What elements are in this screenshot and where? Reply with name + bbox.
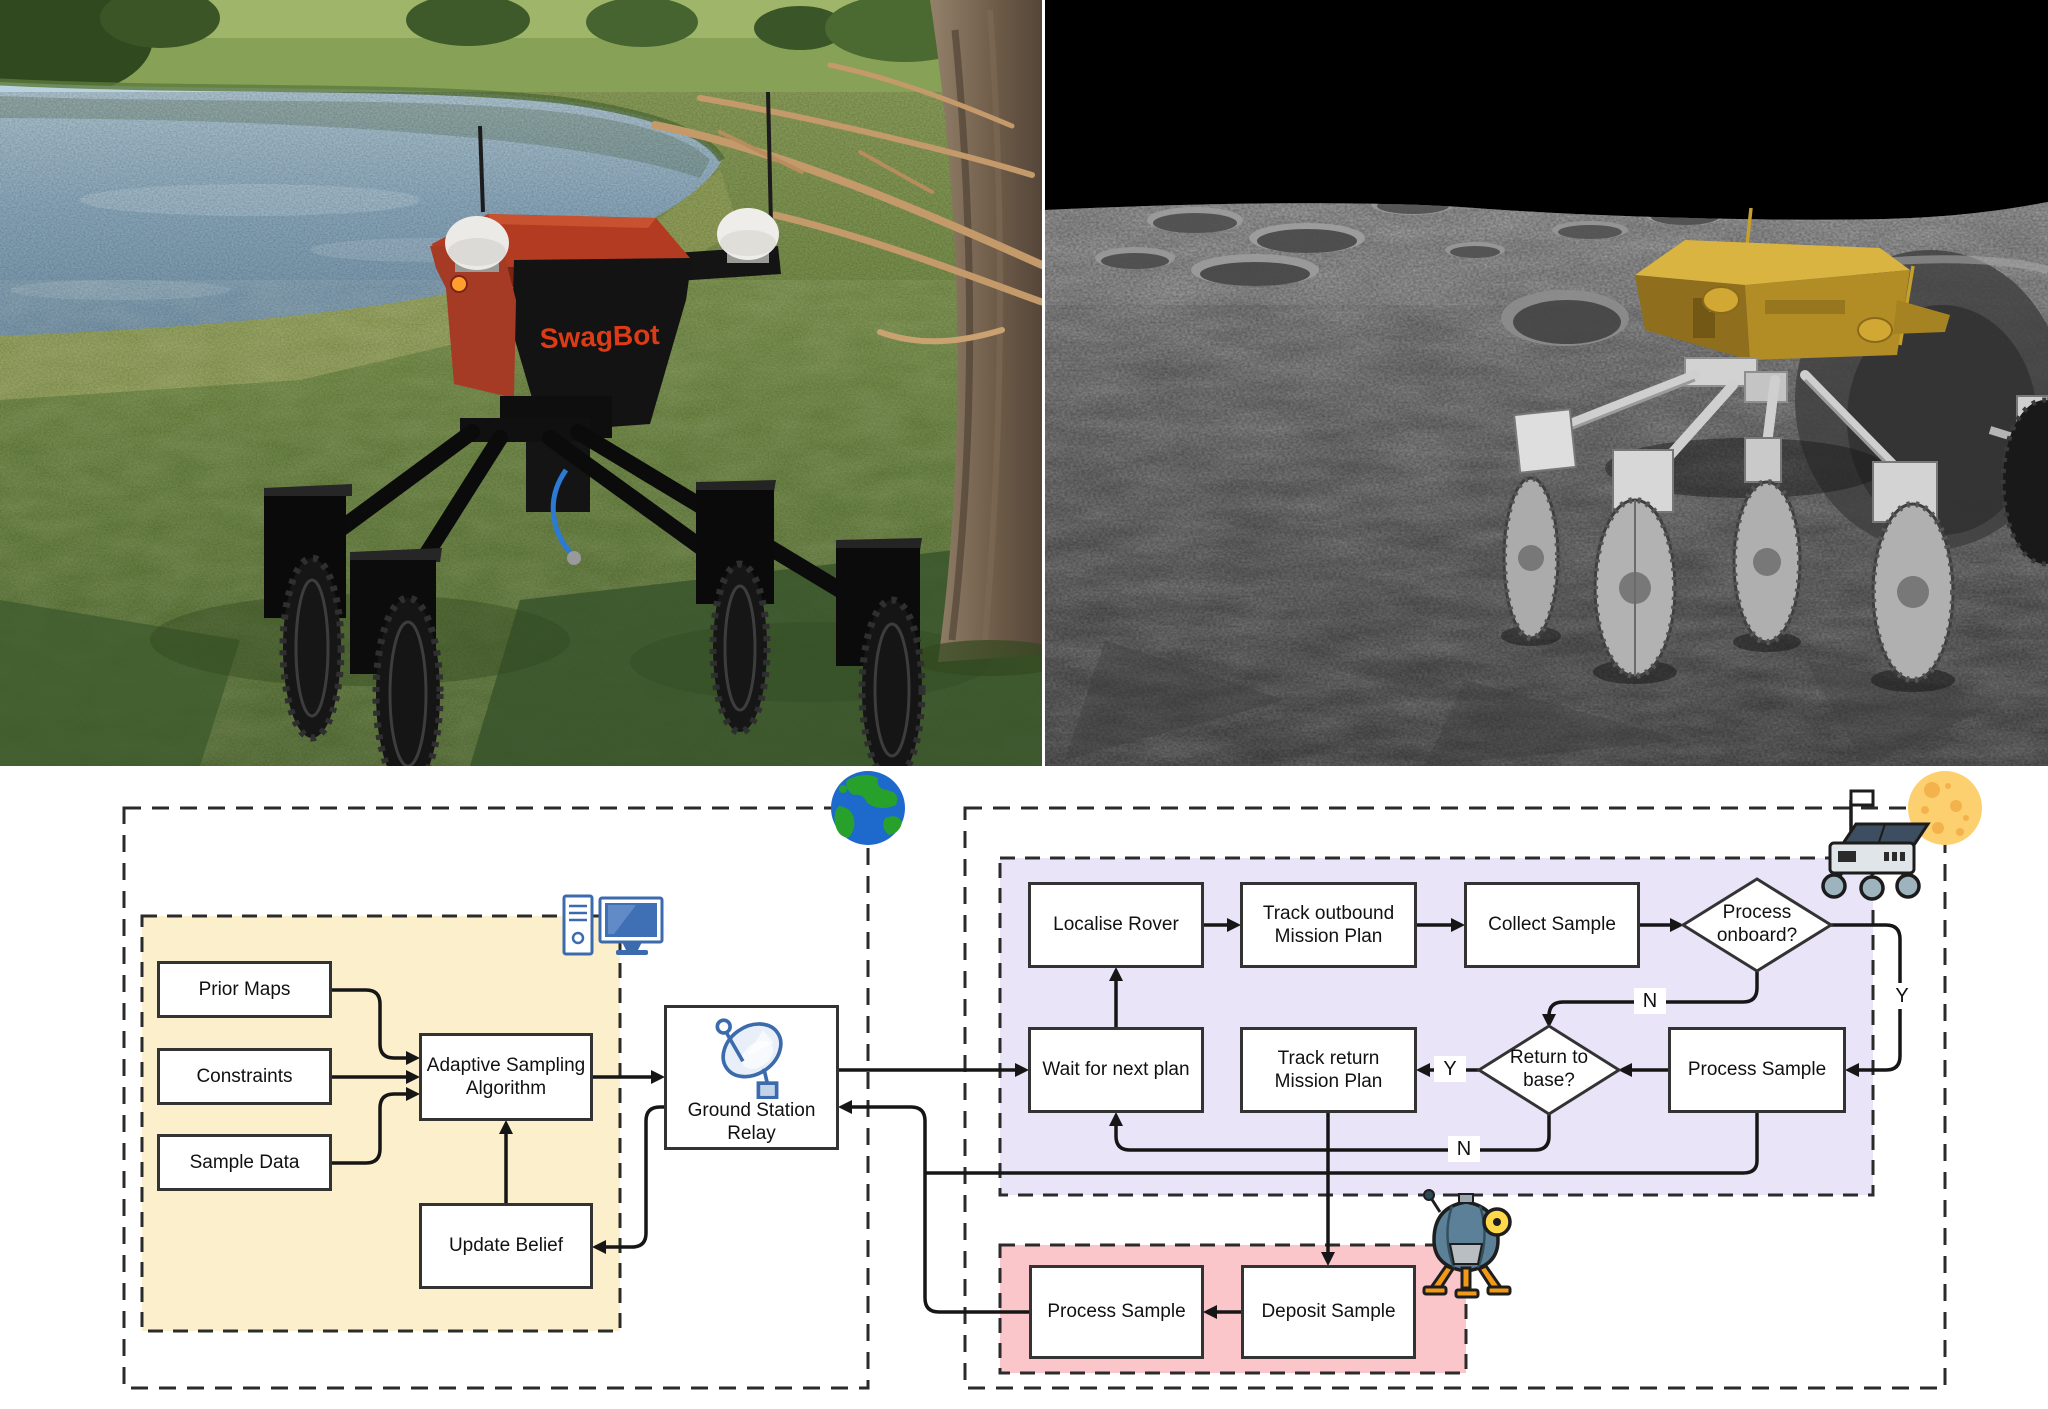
branch-label-return-to-base-yes: Y — [1434, 1056, 1466, 1082]
node-ground-station-relay: Ground Station Relay — [664, 1005, 839, 1150]
black-sky — [1045, 0, 2048, 240]
process-onboard-diamond — [1680, 877, 1834, 973]
node-process-sample-base: Process Sample — [1029, 1265, 1204, 1359]
node-process-sample-rover: Process Sample — [1668, 1027, 1846, 1113]
return-to-base-diamond — [1476, 1024, 1622, 1116]
earth-globe-icon — [831, 771, 905, 845]
satellite-dish-icon — [715, 1018, 783, 1099]
node-track-outbound: Track outbound Mission Plan — [1240, 882, 1417, 968]
node-wait-next-plan: Wait for next plan — [1028, 1027, 1204, 1113]
grass-shadow — [0, 600, 240, 766]
desktop-computer-icon — [562, 894, 664, 956]
partial-rover-wheel — [1988, 395, 2048, 567]
branch-label-return-to-base-no: N — [1448, 1136, 1480, 1162]
gold-rover — [1501, 207, 1956, 692]
rover-icon — [1821, 789, 1931, 901]
node-collect-sample: Collect Sample — [1464, 882, 1640, 968]
process-onboard-label: Process onboard? — [1716, 902, 1798, 946]
moon-side-boundary — [963, 806, 1947, 1390]
swagbot-field-photo: SwagBot — [0, 0, 1042, 766]
node-deposit-sample: Deposit Sample — [1241, 1265, 1416, 1359]
ground-station-relay-label: Ground Station Relay — [687, 1099, 816, 1144]
terrain-texture — [1045, 202, 2048, 766]
lunar-simulation-render — [1045, 0, 2048, 766]
return-to-base-label: Return to base? — [1509, 1047, 1589, 1091]
tree-trunk — [910, 0, 1042, 676]
node-sample-data: Sample Data — [157, 1134, 332, 1191]
branch-label-process-onboard-yes: Y — [1886, 983, 1918, 1009]
rover-wheels — [1501, 475, 1956, 683]
branch-label-process-onboard-no: N — [1634, 988, 1666, 1014]
lunar-lander-icon — [1422, 1189, 1512, 1299]
swagbot-robot: SwagBot — [264, 91, 926, 766]
node-update-belief: Update Belief — [419, 1203, 593, 1289]
dead-branches — [651, 62, 1042, 345]
node-prior-maps: Prior Maps — [157, 961, 332, 1018]
wheels — [279, 554, 926, 766]
earth-side-boundary — [122, 806, 870, 1390]
node-track-return: Track return Mission Plan — [1240, 1027, 1417, 1113]
node-constraints: Constraints — [157, 1048, 332, 1105]
swagbot-label: SwagBot — [539, 319, 660, 354]
node-localise-rover: Localise Rover — [1028, 882, 1204, 968]
gps-domes — [445, 208, 779, 272]
node-adaptive-sampling: Adaptive Sampling Algorithm — [419, 1033, 593, 1121]
far-trees — [0, 0, 985, 96]
